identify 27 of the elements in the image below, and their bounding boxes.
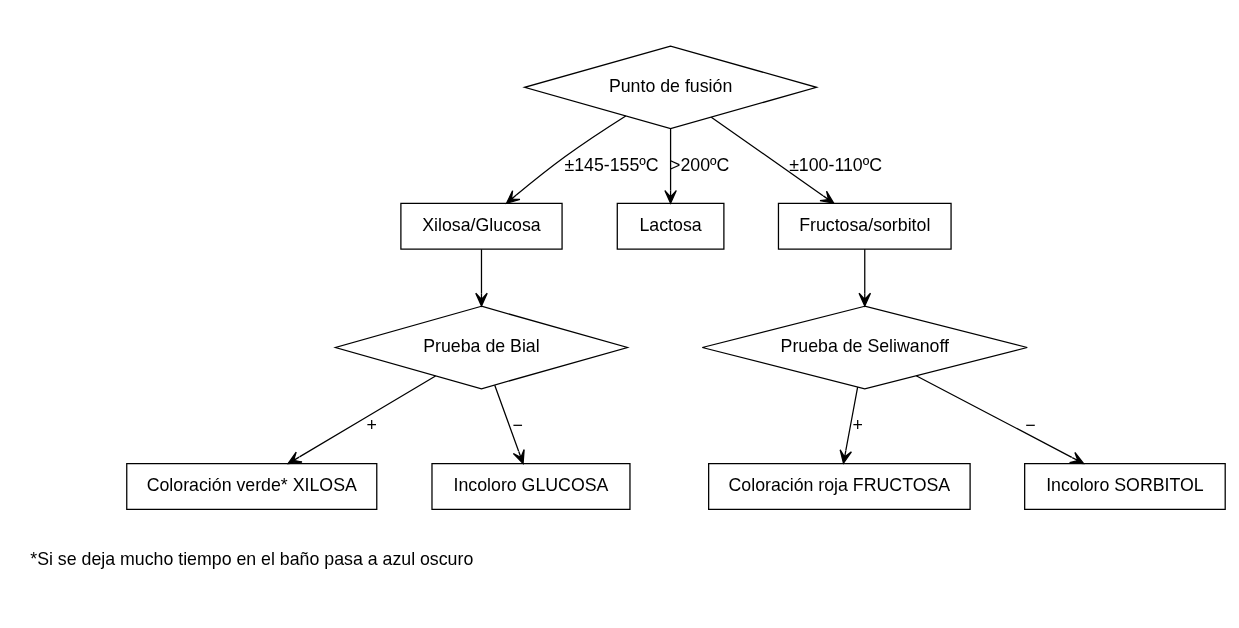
node-diamond: Prueba de Bial (333, 305, 630, 389)
edge-label: ±100-110ºC (789, 154, 883, 175)
node-diamond: Prueba de Seliwanoff (701, 305, 1028, 389)
node-box: Incoloro GLUCOSA (431, 462, 631, 510)
arrow (858, 248, 872, 306)
edge-label: − (512, 414, 523, 435)
edge-label: + (366, 414, 377, 435)
node-box: Incoloro SORBITOL (1024, 462, 1226, 510)
node-box: Xilosa/Glucosa (400, 202, 563, 250)
arrow (287, 374, 437, 464)
edge-label: ±145-155ºC (564, 154, 659, 175)
arrow (664, 127, 677, 204)
node-box: Fructosa/sorbitol (777, 202, 952, 250)
arrow (915, 374, 1085, 464)
edge-label: − (1025, 414, 1036, 435)
arrow (505, 114, 627, 204)
arrow (839, 386, 859, 464)
arrow (710, 116, 835, 204)
node-diamond: Punto de fusión (522, 44, 819, 129)
edge-label: >200ºC (670, 154, 730, 175)
node-box: Coloración verde* XILOSA (126, 462, 378, 510)
label: *Si se deja mucho tiempo en el baño pasa a azul oscuro (30, 548, 474, 569)
arrow (475, 248, 488, 306)
arrow (494, 384, 525, 464)
node-box: Coloración roja FRUCTOSA (708, 462, 971, 510)
edge-label: + (852, 414, 863, 435)
node-box: Lactosa (616, 202, 725, 250)
